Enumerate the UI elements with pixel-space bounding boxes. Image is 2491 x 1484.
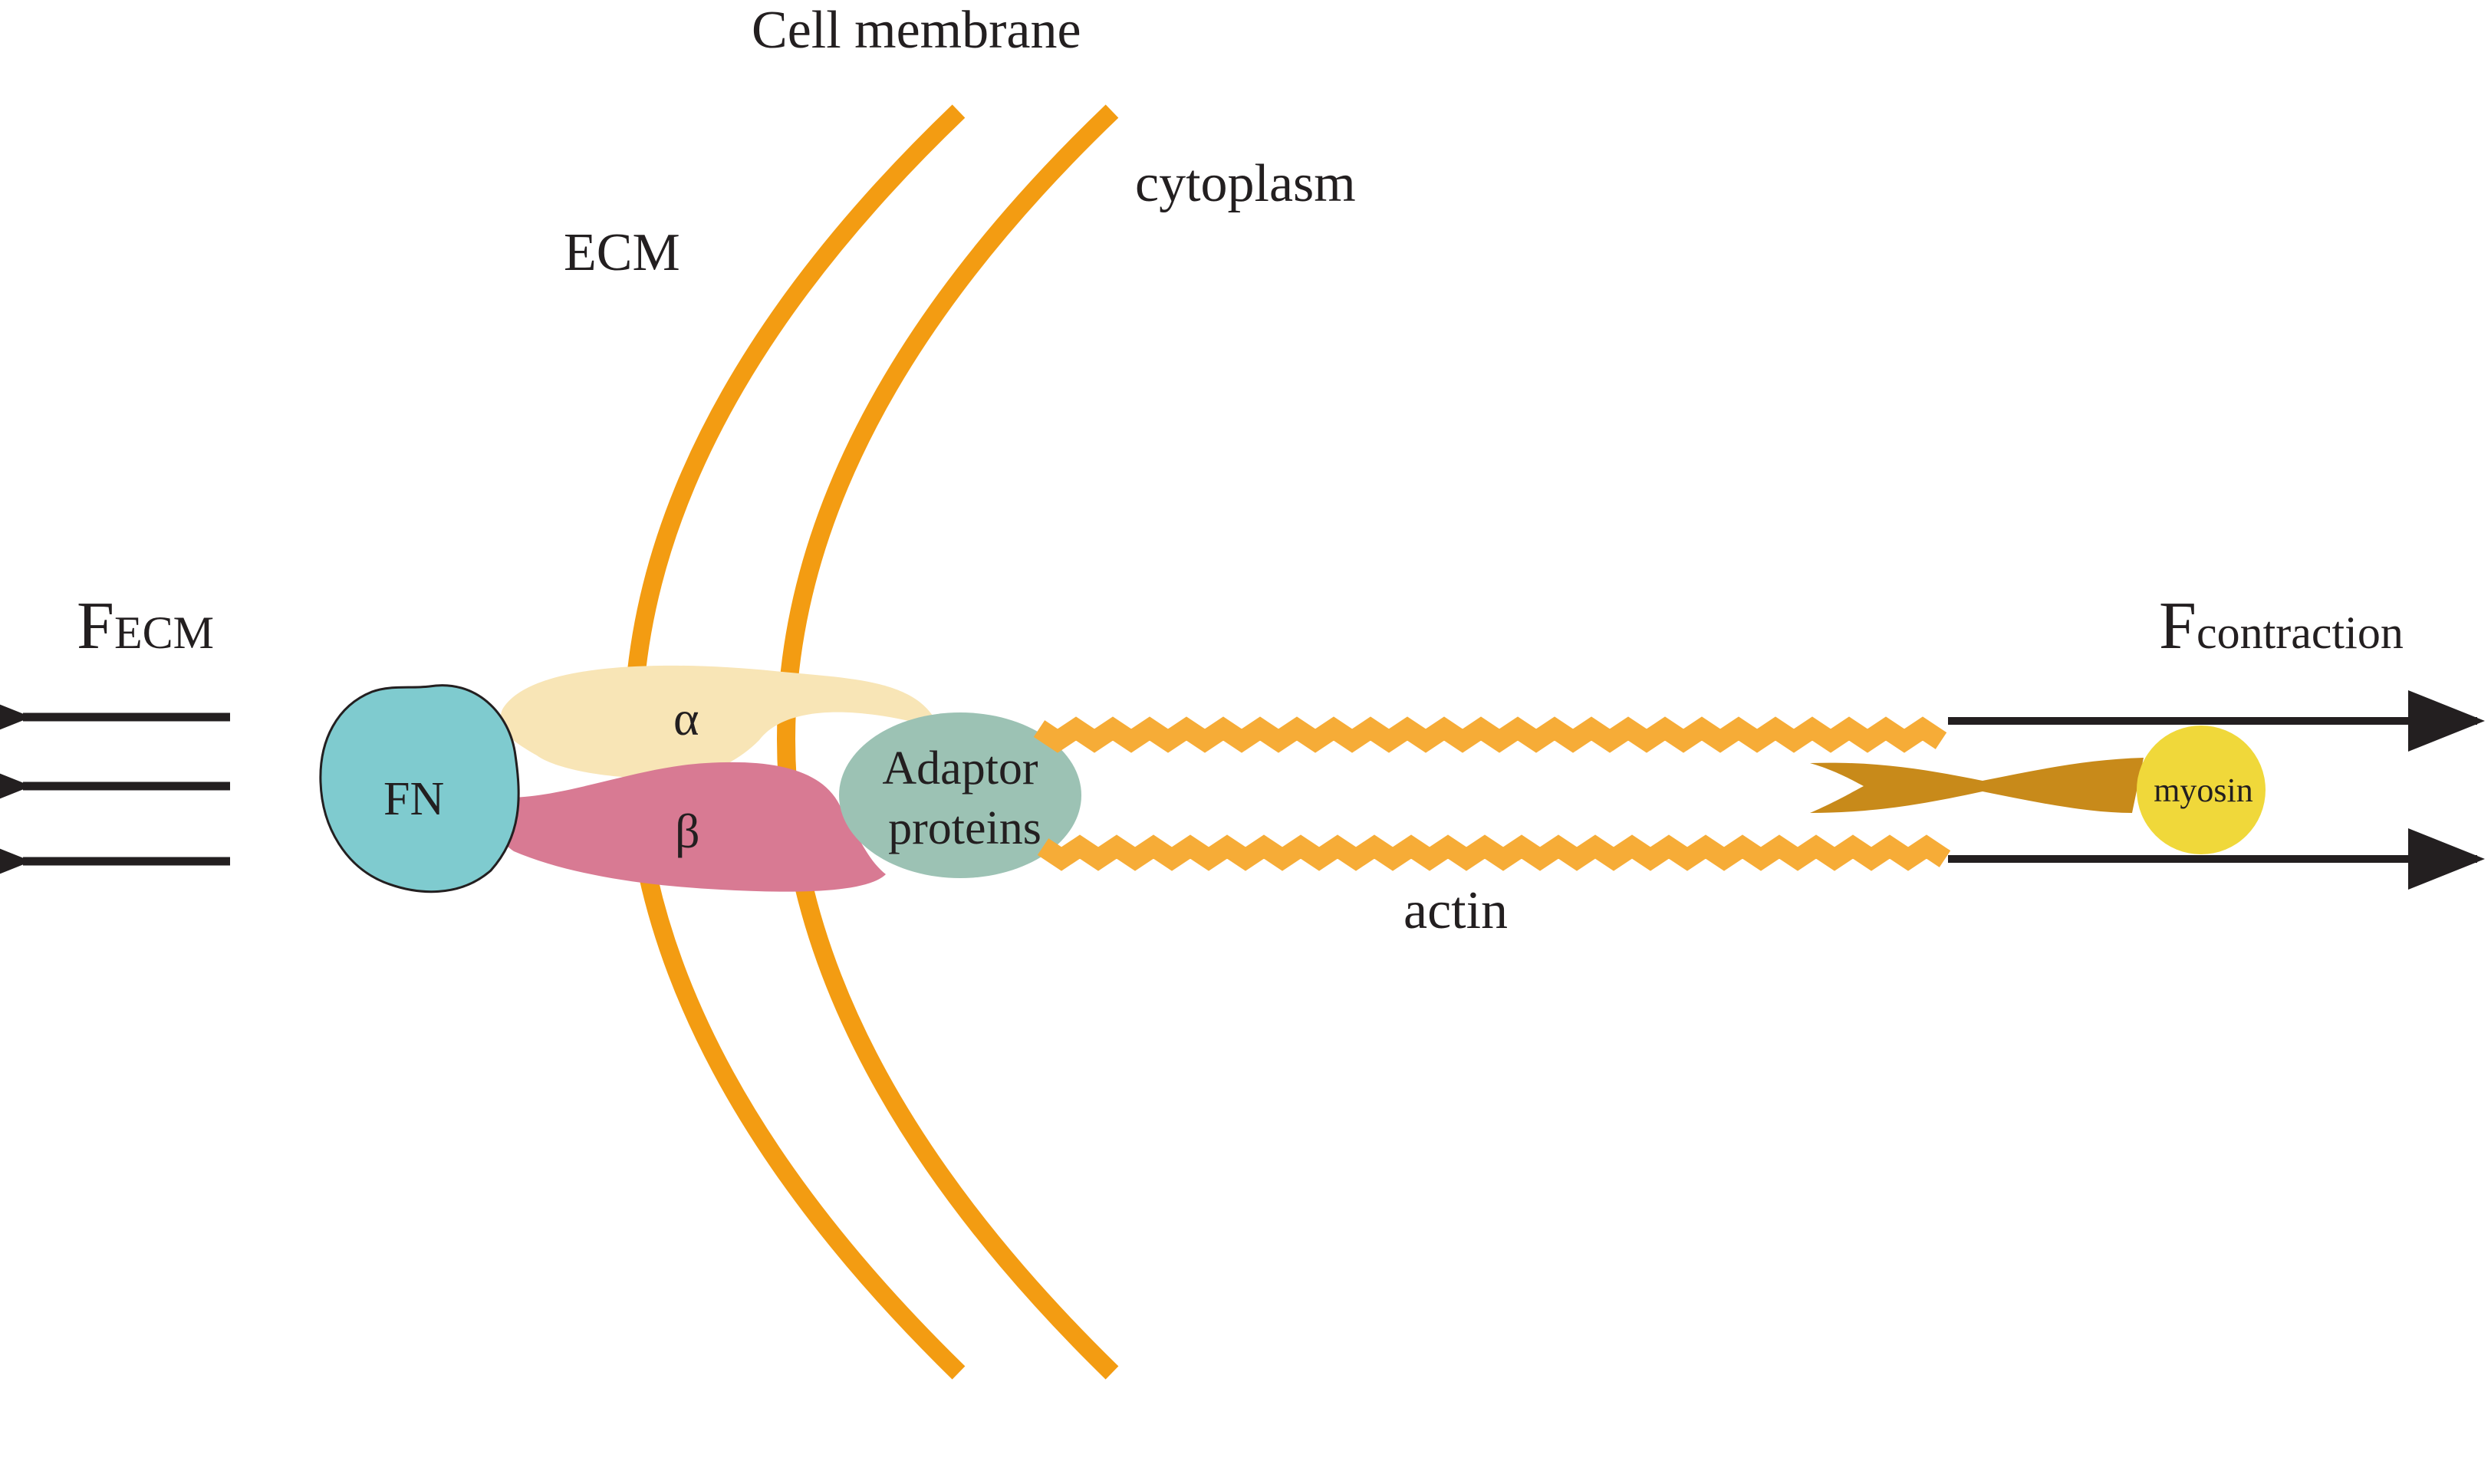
beta-integrin-subunit bbox=[495, 762, 886, 892]
ecm-force-label: FECM bbox=[77, 589, 214, 663]
myosin-filament bbox=[1810, 758, 2144, 813]
myosin-head bbox=[2137, 726, 2266, 854]
fibronectin-blob bbox=[319, 684, 520, 893]
membrane-inner-leaflet bbox=[777, 104, 1119, 1380]
myosin-label: myosin bbox=[2154, 772, 2253, 809]
actin-label: actin bbox=[1403, 881, 1508, 940]
actin-filament-lower bbox=[1037, 834, 1951, 871]
adaptor-label-line1: Adaptor bbox=[882, 742, 1038, 795]
adaptor-proteins-ellipse bbox=[839, 712, 1081, 878]
contraction-force-subscript: contraction bbox=[2196, 607, 2404, 658]
beta-label: β bbox=[675, 804, 700, 858]
actin-filament-upper bbox=[1033, 716, 1947, 753]
contraction-force-label: Fcontraction bbox=[2159, 589, 2404, 663]
ecm-force-symbol: F bbox=[77, 589, 114, 663]
adaptor-label-line2: proteins bbox=[888, 802, 1041, 854]
ecm-label: ECM bbox=[564, 223, 680, 282]
alpha-integrin-subunit bbox=[500, 665, 939, 778]
contraction-force-symbol: F bbox=[2159, 589, 2196, 663]
contraction-force-arrows bbox=[1948, 690, 2485, 890]
cell-membrane-label: Cell membrane bbox=[752, 1, 1081, 60]
alpha-label: α bbox=[673, 691, 699, 745]
fn-label: FN bbox=[383, 773, 444, 825]
ecm-force-arrows bbox=[0, 683, 230, 895]
cytoplasm-label: cytoplasm bbox=[1135, 154, 1356, 213]
ecm-force-subscript: ECM bbox=[114, 607, 214, 658]
